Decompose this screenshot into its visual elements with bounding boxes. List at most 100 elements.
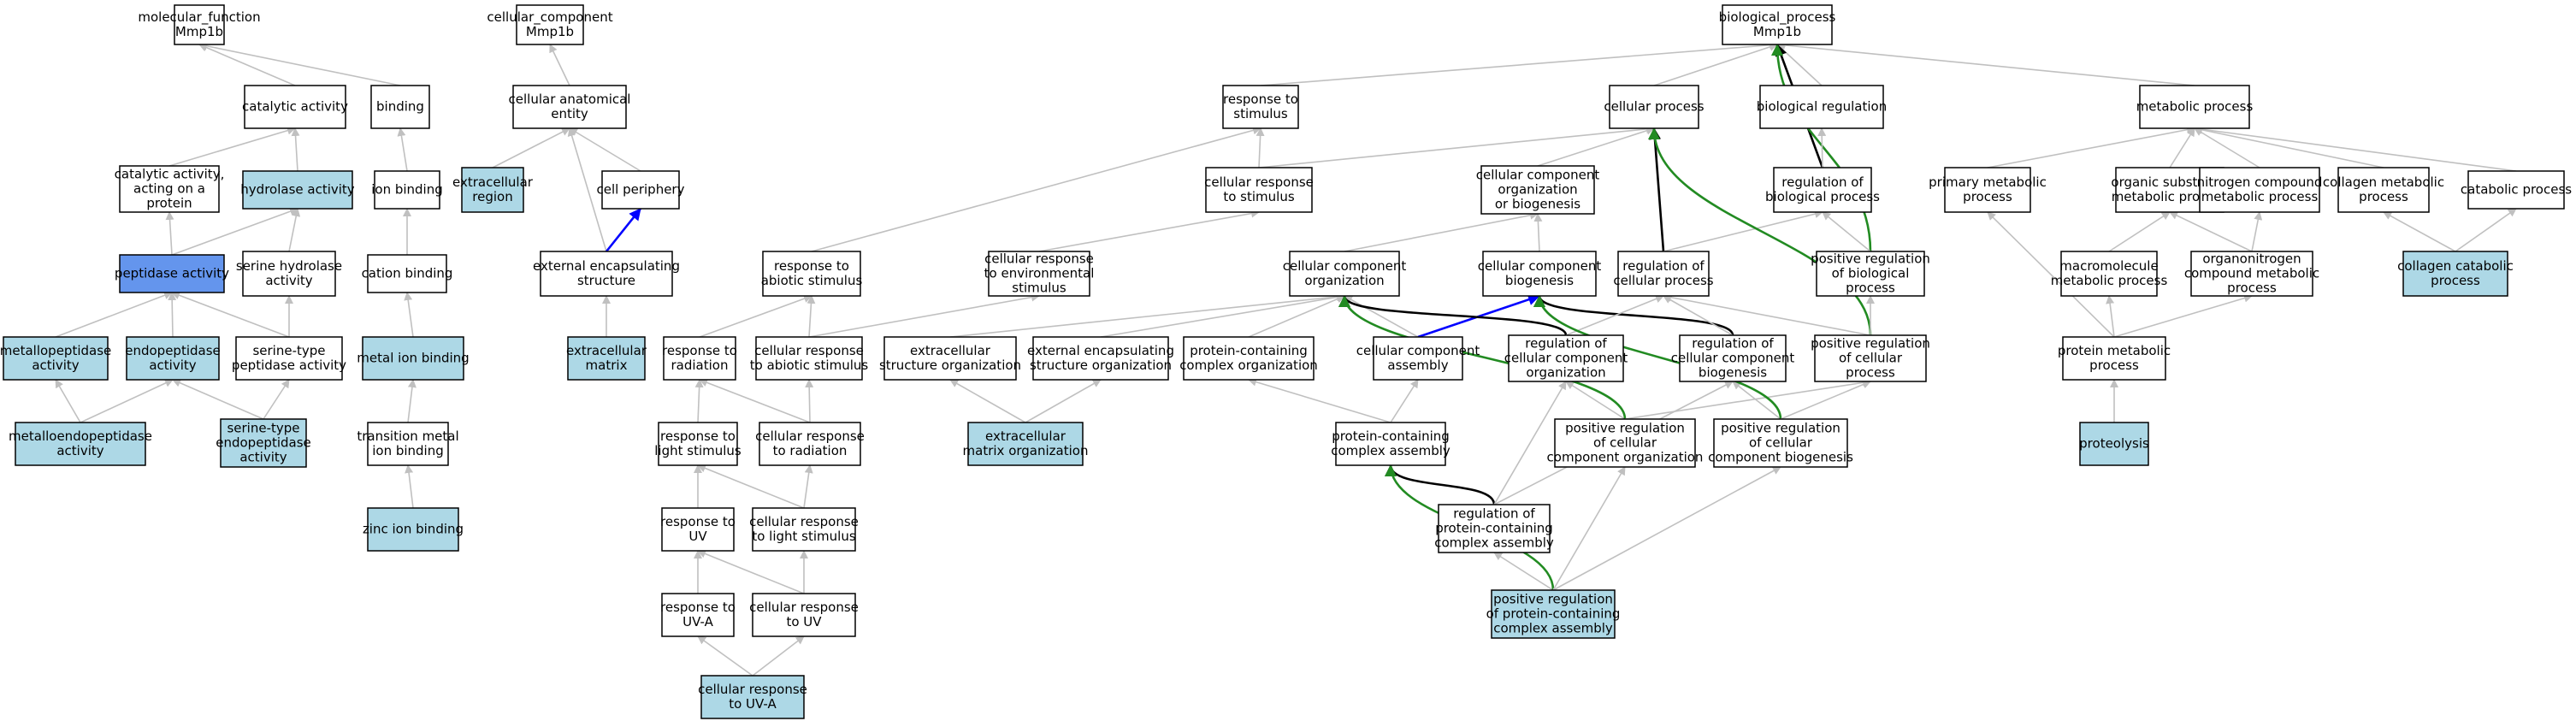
node-bio-reg[interactable]: biological regulation (1757, 85, 1887, 129)
node-label-line: ion binding (371, 182, 443, 198)
node-cell-proc[interactable]: cellular process (1604, 85, 1705, 129)
edge-reg_pc_assembly-to-pc_assembly (1385, 464, 1496, 505)
node-metal-ion[interactable]: metal ion binding (357, 336, 470, 381)
node-label-line: peptidase activity (232, 358, 346, 373)
node-box (374, 170, 440, 210)
node-label-line: cellular response (755, 428, 865, 444)
node-label-line: cellular response (698, 682, 807, 697)
edge-pos_reg_bio-to-bp (1771, 44, 1872, 252)
node-box (367, 254, 447, 293)
node-hydrolase[interactable]: hydrolase activity (240, 170, 355, 210)
edge-resp_abiotic-to-resp_stim (811, 126, 1261, 252)
node-box (2062, 336, 2166, 381)
node-metab[interactable]: metabolic process (2136, 85, 2254, 129)
node-ion-bind[interactable]: ion binding (371, 170, 443, 210)
node-zinc[interactable]: zinc ion binding (363, 507, 464, 552)
edge-pos_reg_cc_org-to-reg_cc_org (1565, 381, 1626, 420)
node-cation[interactable]: cation binding (362, 254, 453, 293)
node-label-line: response to (660, 600, 736, 615)
node-label-line: metabolic process (2051, 273, 2168, 288)
edge-cell_resp_abiotic-to-cell_resp_env (808, 293, 1040, 338)
edge-cell_proc-to-bp (1653, 43, 1778, 86)
node-catalytic[interactable]: catalytic activity (242, 85, 348, 129)
node-box (2337, 167, 2430, 213)
node-label-line: matrix organization (963, 443, 1089, 458)
node-peptidase[interactable]: peptidase activity (115, 254, 229, 293)
node-label-line: Mmp1b (526, 24, 574, 39)
edge-extra_matrix_org-to-extra_str_org (949, 379, 1026, 423)
node-label-line: of cellular (1593, 435, 1657, 451)
node-binding[interactable]: binding (370, 85, 430, 129)
node-box (3, 336, 109, 381)
node-label-line: of cellular (1839, 351, 1903, 366)
node-label-line: Mmp1b (1753, 24, 1801, 39)
node-box (752, 507, 856, 552)
edge-pc_assembly-to-pc_org (1248, 377, 1391, 423)
edge-cc_bio-to-ccob (1533, 213, 1543, 252)
node-periphery[interactable]: cell periphery (597, 170, 685, 210)
edge-metalloendo-to-endopep (80, 379, 174, 423)
node-catabolic[interactable]: catabolic process (2461, 170, 2572, 210)
node-proteolysis[interactable]: proteolysis (2079, 422, 2149, 466)
node-box (174, 4, 225, 45)
node-box (540, 251, 673, 297)
edge-extra_str_org-to-cc_org (949, 292, 1345, 338)
node-label-line: serine-type (227, 421, 299, 436)
node-label-line: biogenesis (1699, 365, 1767, 381)
